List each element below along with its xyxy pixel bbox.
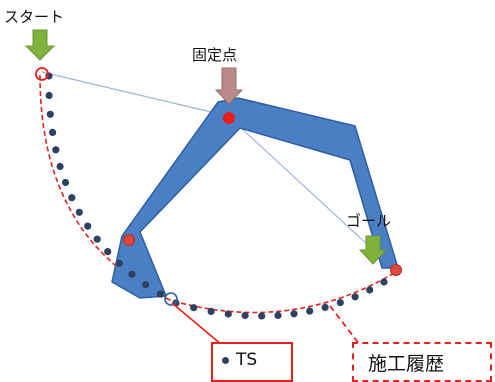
ts-leader-line xyxy=(171,302,223,346)
ts-point xyxy=(190,304,198,312)
ts-dot-icon xyxy=(222,357,229,364)
start-label: スタート xyxy=(4,8,65,26)
history-arc xyxy=(39,74,397,314)
start-circle xyxy=(35,67,49,81)
ts-point xyxy=(49,128,57,136)
ts-point xyxy=(306,307,314,315)
ts-point xyxy=(142,281,150,289)
guide-line-start xyxy=(41,71,229,117)
goal-arrow-icon xyxy=(358,235,388,265)
ts-point xyxy=(52,146,60,154)
history-legend-label: 施工履歴 xyxy=(368,353,445,375)
goal-joint xyxy=(390,264,402,276)
ts-point xyxy=(321,303,329,311)
ts-point xyxy=(46,110,54,118)
ts-point xyxy=(104,248,112,256)
ts-point xyxy=(115,259,123,267)
start-arrow-icon xyxy=(24,29,56,61)
fixed-point-pivot xyxy=(223,112,235,124)
excavator-arm xyxy=(111,97,399,299)
ts-point xyxy=(336,299,344,307)
ts-point xyxy=(207,307,215,315)
ts-point xyxy=(93,235,101,243)
ts-point xyxy=(68,194,76,202)
ts-point xyxy=(56,162,64,171)
ts-point-group xyxy=(45,72,388,320)
ts-point xyxy=(224,310,232,318)
ts-point xyxy=(128,270,136,278)
ts-point xyxy=(366,286,374,294)
ts-point xyxy=(290,310,298,318)
ts-point xyxy=(75,208,83,216)
history-leader-line xyxy=(329,305,361,346)
ts-point xyxy=(156,290,164,298)
ts-point xyxy=(258,312,266,320)
goal-label: ゴール xyxy=(346,212,392,230)
ts-point xyxy=(351,293,359,301)
ts-legend-label: TS xyxy=(236,350,258,370)
ts-point xyxy=(61,178,70,187)
fixed-point-arrow-icon xyxy=(214,67,244,105)
ts-point xyxy=(45,91,53,100)
ts-point xyxy=(84,222,92,230)
ts-point xyxy=(380,278,388,286)
ts-point xyxy=(241,311,249,320)
fixed-point-label: 固定点 xyxy=(192,46,238,64)
elbow-joint xyxy=(123,234,135,246)
ts-point xyxy=(274,311,282,319)
ts-highlight-circle xyxy=(164,292,178,306)
